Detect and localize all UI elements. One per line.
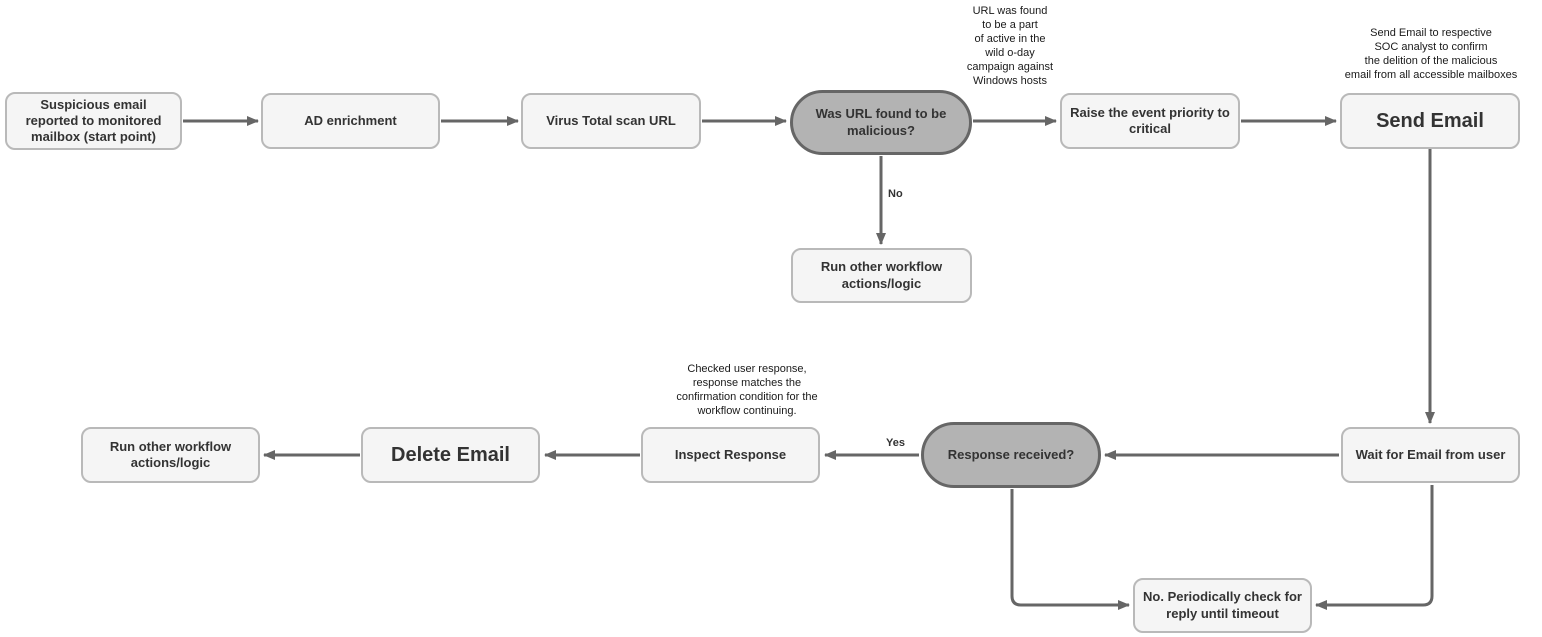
- node-virus-total-scan-label: Virus Total scan URL: [546, 112, 676, 128]
- node-response-received-decision-label: Response received?: [947, 446, 1075, 462]
- node-run-other-workflow-top[interactable]: Run other workflow actions/logic: [791, 248, 972, 303]
- node-virus-total-scan[interactable]: Virus Total scan URL: [521, 93, 701, 149]
- node-ad-enrichment[interactable]: AD enrichment: [261, 93, 440, 149]
- node-wait-for-email[interactable]: Wait for Email from user: [1341, 427, 1520, 483]
- node-inspect-response-label: Inspect Response: [674, 446, 787, 462]
- node-periodic-check-label: No. Periodically check for reply until t…: [1143, 589, 1302, 621]
- edge-label-yes: Yes: [884, 437, 907, 449]
- node-start-label: Suspicious email reported to monitored m…: [25, 96, 162, 145]
- edge-wait-to-periodiccheck: [1315, 485, 1434, 610]
- edge-responsedecision-to-periodiccheck: [1010, 489, 1130, 610]
- annotation-send-email-note: Send Email to respective SOC analyst to …: [1344, 27, 1518, 82]
- node-url-malicious-decision[interactable]: Was URL found to be malicious?: [790, 90, 972, 155]
- node-response-received-decision[interactable]: Response received?: [921, 422, 1101, 488]
- node-url-malicious-decision-label: Was URL found to be malicious?: [815, 106, 947, 138]
- edge-label-no: No: [886, 188, 905, 200]
- node-run-other-workflow-bottom[interactable]: Run other workflow actions/logic: [81, 427, 260, 483]
- node-raise-priority-label: Raise the event priority to critical: [1070, 104, 1230, 136]
- node-ad-enrichment-label: AD enrichment: [304, 112, 397, 128]
- node-inspect-response[interactable]: Inspect Response: [641, 427, 820, 483]
- node-periodic-check[interactable]: No. Periodically check for reply until t…: [1133, 578, 1312, 633]
- node-delete-email[interactable]: Delete Email: [361, 427, 540, 483]
- node-start[interactable]: Suspicious email reported to monitored m…: [5, 92, 182, 150]
- node-wait-for-email-label: Wait for Email from user: [1355, 446, 1506, 462]
- node-run-other-workflow-top-label: Run other workflow actions/logic: [820, 259, 943, 291]
- node-send-email-label: Send Email: [1376, 109, 1484, 132]
- annotation-zero-day-note: URL was found to be a part of active in …: [966, 5, 1054, 88]
- node-delete-email-label: Delete Email: [391, 443, 510, 466]
- node-raise-priority[interactable]: Raise the event priority to critical: [1060, 93, 1240, 149]
- node-run-other-workflow-bottom-label: Run other workflow actions/logic: [109, 438, 232, 470]
- node-send-email[interactable]: Send Email: [1340, 93, 1520, 149]
- annotation-inspect-response-note: Checked user response, response matches …: [676, 363, 818, 418]
